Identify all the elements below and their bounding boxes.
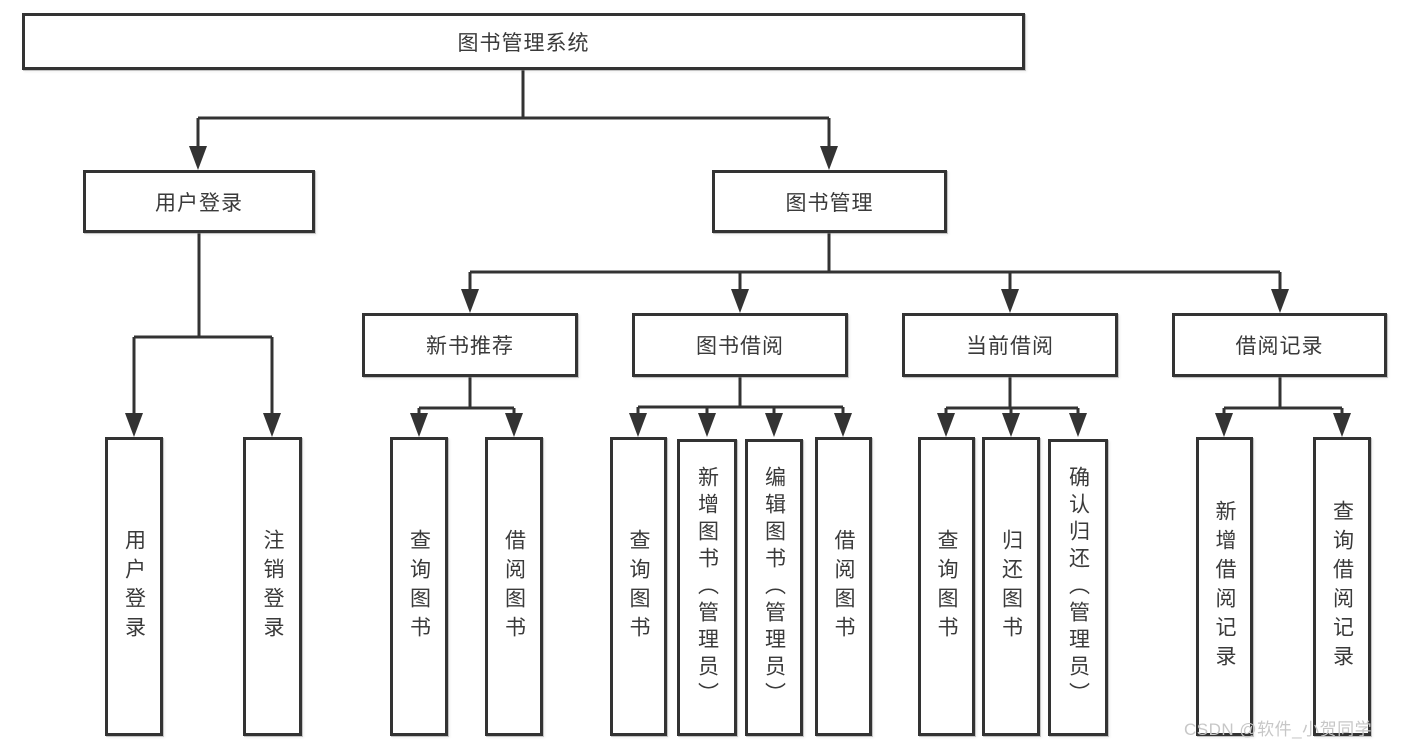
node-book-management: 图书管理 <box>712 170 947 233</box>
node-borrow-records: 借阅记录 <box>1172 313 1387 377</box>
leaf-borrow-add-book-admin: 新增图书（管理员） <box>677 439 737 736</box>
leaf-borrow-edit-book-admin: 编辑图书（管理员） <box>745 439 803 736</box>
leaf-user-login: 用户登录 <box>105 437 163 736</box>
leaf-recommend-query-book: 查询图书 <box>390 437 448 736</box>
leaf-records-query-record: 查询借阅记录 <box>1313 437 1371 736</box>
leaf-current-confirm-return-admin: 确认归还（管理员） <box>1048 439 1108 736</box>
node-book-borrow: 图书借阅 <box>632 313 848 377</box>
leaf-current-query-book: 查询图书 <box>918 437 975 736</box>
leaf-recommend-borrow-book: 借阅图书 <box>485 437 543 736</box>
leaf-borrow-borrow-book: 借阅图书 <box>815 437 872 736</box>
leaf-logout-login: 注销登录 <box>243 437 302 736</box>
node-user-login: 用户登录 <box>83 170 315 233</box>
watermark: CSDN @软件_小贺同学 <box>1184 720 1373 739</box>
node-current-borrow: 当前借阅 <box>902 313 1118 377</box>
leaf-current-return-book: 归还图书 <box>982 437 1040 736</box>
leaf-records-add-record: 新增借阅记录 <box>1196 437 1253 736</box>
node-root: 图书管理系统 <box>22 13 1025 70</box>
node-new-book-recommend: 新书推荐 <box>362 313 578 377</box>
leaf-borrow-query-book: 查询图书 <box>610 437 667 736</box>
